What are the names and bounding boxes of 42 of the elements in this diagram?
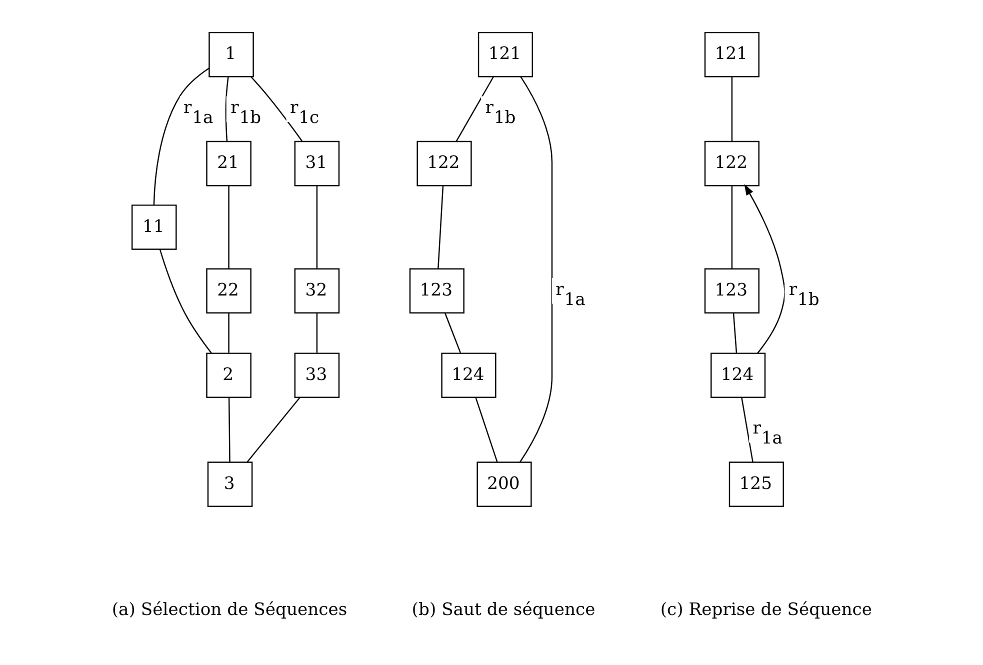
node-box: 22 (206, 268, 251, 314)
node-box: 3 (206, 462, 252, 507)
connector (224, 76, 228, 142)
connector (228, 186, 229, 269)
node-box: 124 (440, 352, 496, 398)
connector (474, 397, 498, 462)
node-box: 21 (206, 140, 251, 186)
connector (444, 313, 461, 353)
connector (316, 313, 318, 353)
node-box: 2 (206, 352, 251, 398)
node-box: 122 (704, 140, 759, 186)
node-box: 121 (477, 32, 533, 78)
connector (152, 68, 209, 206)
connector (519, 76, 552, 462)
node-box: 123 (408, 268, 464, 314)
node-box: 124 (710, 352, 766, 398)
node-box: 1 (208, 32, 254, 78)
connector (246, 397, 300, 462)
connector (740, 398, 753, 462)
node-box: 200 (476, 462, 532, 507)
label: (b) Saut de séquence (411, 600, 595, 620)
node-box: 11 (130, 204, 176, 250)
connector (316, 186, 318, 269)
node-box: 125 (728, 462, 784, 507)
arrow (744, 184, 785, 354)
node-box: 33 (294, 352, 340, 398)
connector (437, 186, 444, 269)
connector (455, 76, 494, 142)
label: (a) Sélection de Séquences (111, 600, 347, 620)
label: (c) Reprise de Séquence (660, 600, 872, 620)
connector (730, 76, 732, 142)
connector (730, 186, 732, 269)
connector (228, 313, 229, 353)
node-box: 32 (294, 268, 340, 314)
connector (158, 249, 212, 354)
node-box: 123 (704, 268, 759, 314)
connector (250, 76, 302, 142)
node-box: 122 (416, 140, 472, 186)
node-box: 121 (704, 32, 759, 78)
node-box: 31 (294, 140, 340, 186)
connector (732, 313, 737, 353)
connector (228, 398, 230, 462)
